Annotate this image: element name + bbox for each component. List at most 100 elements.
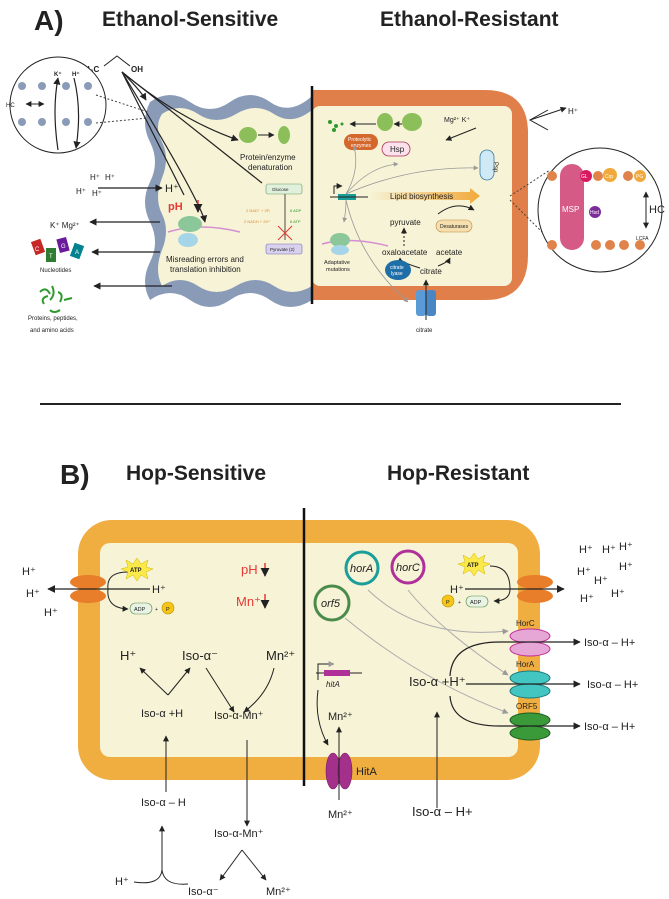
svg-text:ADP: ADP — [134, 607, 146, 613]
svg-text:translation inhibition: translation inhibition — [170, 265, 241, 274]
svg-text:H⁺: H⁺ — [120, 648, 136, 663]
svg-text:+: + — [458, 600, 461, 606]
svg-text:orf5: orf5 — [321, 598, 341, 610]
svg-text:Hsd: Hsd — [590, 210, 599, 216]
svg-text:6 ADP: 6 ADP — [290, 208, 302, 213]
svg-text:H⁺: H⁺ — [105, 173, 115, 182]
citrate-pathway: pyruvate oxaloacetate acetate citrate ci… — [382, 218, 463, 280]
svg-text:Lipid biosynthesis: Lipid biosynthesis — [390, 192, 453, 201]
svg-text:H⁺: H⁺ — [580, 593, 594, 605]
ethanol-effect-arrows — [121, 71, 263, 223]
psp-protein: Psp — [479, 149, 498, 181]
svg-text:Iso-α – H: Iso-α – H — [141, 797, 186, 809]
svg-text:HorA: HorA — [516, 660, 535, 669]
svg-text:ATP: ATP — [130, 568, 142, 574]
svg-text:Iso-α – H+: Iso-α – H+ — [584, 721, 635, 733]
proteins-label-1: Proteins, peptides, — [28, 316, 78, 322]
svg-text:H⁺: H⁺ — [450, 584, 464, 596]
svg-text:2 NAD⁺ + 2Pᵢ: 2 NAD⁺ + 2Pᵢ — [246, 208, 270, 213]
resistance-genes: horA horC orf5 — [313, 549, 509, 714]
iso-alpha-reactions-sensitive: H⁺ Iso-α⁻ Mn²⁺ Iso-α +H Iso-α-Mn⁺ Iso-α … — [115, 648, 295, 898]
svg-text:K⁺: K⁺ — [54, 71, 62, 78]
svg-text:Mn²⁺: Mn²⁺ — [266, 648, 295, 663]
svg-text:Iso-α-Mn⁺: Iso-α-Mn⁺ — [214, 710, 264, 722]
svg-text:H⁺: H⁺ — [579, 544, 593, 556]
svg-text:LCFA: LCFA — [636, 236, 649, 242]
svg-text:H⁺: H⁺ — [568, 107, 578, 116]
svg-text:H⁺: H⁺ — [92, 189, 102, 198]
svg-text:Adaptative: Adaptative — [324, 260, 350, 266]
svg-text:Mn²⁺: Mn²⁺ — [328, 809, 353, 821]
proteins-icon — [39, 285, 73, 313]
svg-text:P: P — [446, 600, 450, 606]
ethanol-resistant-title: Ethanol-Resistant — [380, 8, 559, 31]
svg-text:Misreading errors and: Misreading errors and — [166, 255, 244, 264]
svg-text:HorC: HorC — [516, 619, 535, 628]
membrane-inset-left: HC K⁺ H⁺ — [6, 56, 149, 154]
svg-text:Iso-α +H⁺: Iso-α +H⁺ — [409, 674, 466, 689]
svg-text:H⁺: H⁺ — [165, 183, 179, 195]
ion-efflux-label: K⁺ Mg²⁺ — [50, 221, 80, 230]
svg-text:oxaloacetate: oxaloacetate — [382, 248, 428, 257]
svg-text:PG: PG — [636, 174, 643, 180]
svg-text:6 ATP: 6 ATP — [290, 219, 301, 224]
ion-uptake-arrow — [445, 127, 477, 141]
svg-text:H⁺: H⁺ — [152, 584, 166, 596]
proton-efflux-a: H⁺ — [528, 106, 578, 131]
svg-text:Iso-α⁻: Iso-α⁻ — [188, 886, 219, 898]
membrane-inset-right: MSP GL Crp PG Hsd HC LCFA — [509, 147, 665, 273]
svg-text:Iso-α – H+: Iso-α – H+ — [587, 679, 638, 691]
svg-text:lyase: lyase — [391, 271, 403, 277]
svg-text:Iso-α-Mn⁺: Iso-α-Mn⁺ — [214, 828, 264, 840]
svg-text:C: C — [35, 247, 40, 253]
hop-resistant-title: Hop-Resistant — [387, 462, 529, 485]
citrate-transporter: citrate — [416, 279, 436, 334]
svg-text:H⁺: H⁺ — [26, 588, 40, 600]
ethanol-sensitive-title: Ethanol-Sensitive — [102, 8, 278, 31]
svg-text:H⁺: H⁺ — [619, 541, 633, 553]
panel-a-label: A) — [34, 5, 64, 36]
svg-text:H⁺: H⁺ — [594, 575, 608, 587]
svg-text:P: P — [166, 607, 170, 613]
svg-text:H⁺: H⁺ — [22, 566, 36, 578]
svg-text:H⁺: H⁺ — [602, 544, 616, 556]
svg-text:HC: HC — [649, 204, 665, 216]
ribosome-mrna: Misreading errors and translation inhibi… — [166, 216, 244, 274]
proteolysis: Proteolytic enzymes Hsp — [328, 113, 422, 157]
svg-text:citrate: citrate — [420, 267, 442, 276]
svg-text:A: A — [75, 250, 79, 256]
lipid-biosynthesis: Lipid biosynthesis Desaturases — [370, 188, 480, 233]
svg-text:Crp: Crp — [605, 174, 613, 180]
svg-text:HC: HC — [6, 103, 15, 109]
svg-text:Mn²⁺: Mn²⁺ — [328, 711, 353, 723]
svg-text:ORF5: ORF5 — [516, 702, 538, 711]
svg-text:2 NADH + 2H⁺: 2 NADH + 2H⁺ — [244, 219, 270, 224]
mn-decrease-b: Mn⁺ — [236, 594, 261, 609]
svg-text:Glucose: Glucose — [272, 187, 289, 192]
outside-protons-a: H⁺ H⁺ H⁺ H⁺ H⁺ — [76, 173, 179, 198]
svg-text:H₃C: H₃C — [84, 65, 99, 74]
svg-text:acetate: acetate — [436, 248, 463, 257]
hop-sensitive-title: Hop-Sensitive — [126, 462, 266, 485]
svg-text:Proteolytic: Proteolytic — [348, 137, 372, 143]
svg-text:horA: horA — [350, 563, 373, 575]
svg-text:GL: GL — [581, 174, 588, 180]
svg-text:HitA: HitA — [356, 766, 377, 778]
svg-text:+: + — [155, 607, 158, 613]
ethanol-molecule: H₃C OH — [84, 55, 143, 74]
proteins-label-2: and amino acids — [30, 328, 74, 334]
svg-text:hitA: hitA — [326, 680, 340, 689]
svg-text:denaturation: denaturation — [248, 163, 292, 172]
svg-text:mutations: mutations — [326, 267, 350, 273]
iso-alpha-export: Iso-α +H⁺ Iso-α – H+ HorC HorA ORF5 Iso-… — [409, 619, 638, 819]
svg-text:Iso-α – H+: Iso-α – H+ — [584, 637, 635, 649]
nucleotides-icon: C T G A — [30, 236, 85, 262]
outside-protons-resistant: H⁺ H⁺ H⁺ H⁺ H⁺ H⁺ H⁺ H⁺ — [577, 541, 633, 605]
nucleotides-label: Nucleotides — [40, 268, 71, 274]
svg-text:Pyruvate (2): Pyruvate (2) — [270, 247, 295, 252]
svg-text:Protein/enzyme: Protein/enzyme — [240, 153, 296, 162]
ph-decrease-b: pH — [241, 562, 258, 577]
svg-text:Iso-α⁻: Iso-α⁻ — [182, 648, 218, 663]
svg-text:citrate: citrate — [390, 265, 404, 271]
